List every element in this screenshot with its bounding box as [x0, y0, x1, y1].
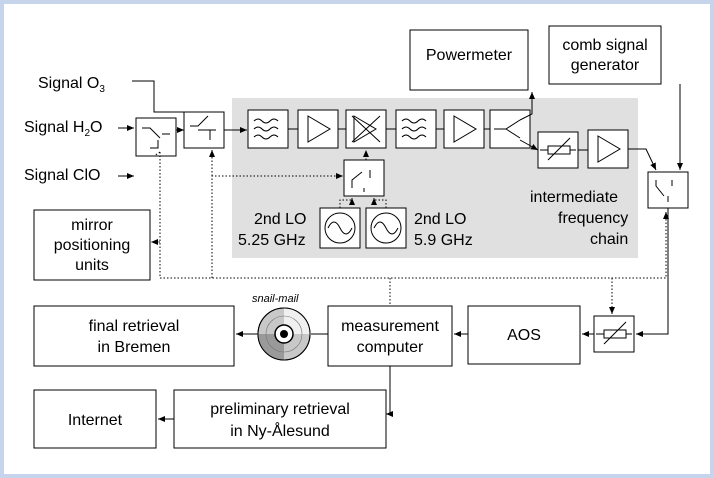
- meas-label-1: measurement: [341, 318, 439, 335]
- lo-1-label-a: 2nd LO: [254, 211, 306, 228]
- lo-2-label-a: 2nd LO: [414, 211, 466, 228]
- switch-2-symbol: [190, 115, 216, 140]
- meas-label-2: computer: [357, 339, 424, 356]
- if-chain-label-3: chain: [590, 231, 628, 248]
- amplifier-2-triangle: [453, 115, 477, 143]
- lo-oscillator-1: [319, 207, 361, 249]
- aos-box: [467, 305, 581, 365]
- final-label-1: final retrieval: [89, 318, 180, 335]
- lo-2-sine: [373, 221, 399, 235]
- filter-2-waves: [401, 118, 427, 140]
- mirror-label-1: mirror: [71, 217, 113, 234]
- prelim-label-2: in Ny-Ålesund: [230, 421, 330, 440]
- powermeter-box: [409, 29, 529, 91]
- mixer-symbol: [351, 115, 381, 143]
- signal-clo-label: Signal ClO: [24, 167, 100, 184]
- signal-h2o-label: Signal H2O: [24, 119, 103, 139]
- o3-line: [132, 80, 196, 113]
- comb-generator-box: [548, 25, 662, 85]
- lo-1-sine: [327, 221, 353, 235]
- final-label-2: in Bremen: [98, 339, 171, 356]
- amplifier-1: [297, 109, 339, 149]
- if-chain-label-1: intermediate: [530, 189, 618, 206]
- switch-1-symbol: [142, 127, 170, 149]
- if-amplifier: [587, 129, 629, 169]
- lo2-to-switch: [371, 198, 387, 208]
- computer-to-prelim: [386, 366, 393, 417]
- comb-label-1: comb signal: [562, 37, 647, 54]
- if-switch: [647, 171, 689, 209]
- lo-2-circle: [370, 212, 402, 244]
- splitter-to-powermeter: [519, 92, 535, 121]
- control-bus: [159, 152, 669, 279]
- internet-label: Internet: [68, 412, 123, 429]
- final-retrieval-box: [33, 305, 235, 367]
- if-switch-symbol: [655, 180, 673, 202]
- splitter-symbol: [494, 119, 521, 139]
- lo1-to-switch: [339, 198, 355, 208]
- input-switch-1: [135, 117, 177, 157]
- if-chain-label-2: frequency: [558, 210, 628, 227]
- amplifier-2: [443, 109, 485, 149]
- switch-to-att2: [636, 208, 669, 337]
- snail-mail-label: snail-mail: [252, 293, 299, 305]
- powermeter-label: Powermeter: [426, 47, 513, 64]
- comb-label-2: generator: [571, 57, 640, 74]
- signal-o3-label: Signal O3: [38, 75, 105, 95]
- lo-2-label-b: 5.9 GHz: [414, 232, 473, 249]
- measurement-computer-box: [327, 305, 453, 367]
- lo-1-circle: [324, 212, 356, 244]
- control-to-switch1: [153, 151, 161, 157]
- splitter-to-attenuator: [519, 139, 539, 151]
- aos-label: AOS: [507, 327, 541, 344]
- mirror-label-2: positioning: [54, 237, 131, 254]
- mirror-label-3: units: [75, 257, 109, 274]
- filter-1-waves: [253, 118, 279, 140]
- prelim-label-1: preliminary retrieval: [210, 401, 350, 418]
- internet-box: [33, 389, 157, 449]
- ifamp-to-switch: [628, 148, 657, 171]
- cd-disc-icon: [257, 307, 311, 361]
- lo-switch-symbol: [351, 170, 371, 192]
- attenuator-2-symbol: [596, 321, 632, 345]
- preliminary-retrieval-box: [173, 389, 387, 449]
- if-amplifier-triangle: [597, 135, 621, 163]
- mirror-box: [33, 209, 151, 281]
- amplifier-1-triangle: [307, 115, 331, 143]
- attenuator-1-symbol: [540, 137, 576, 161]
- bandpass-filter-1: [247, 109, 289, 149]
- lo-1-label-b: 5.25 GHz: [238, 232, 306, 249]
